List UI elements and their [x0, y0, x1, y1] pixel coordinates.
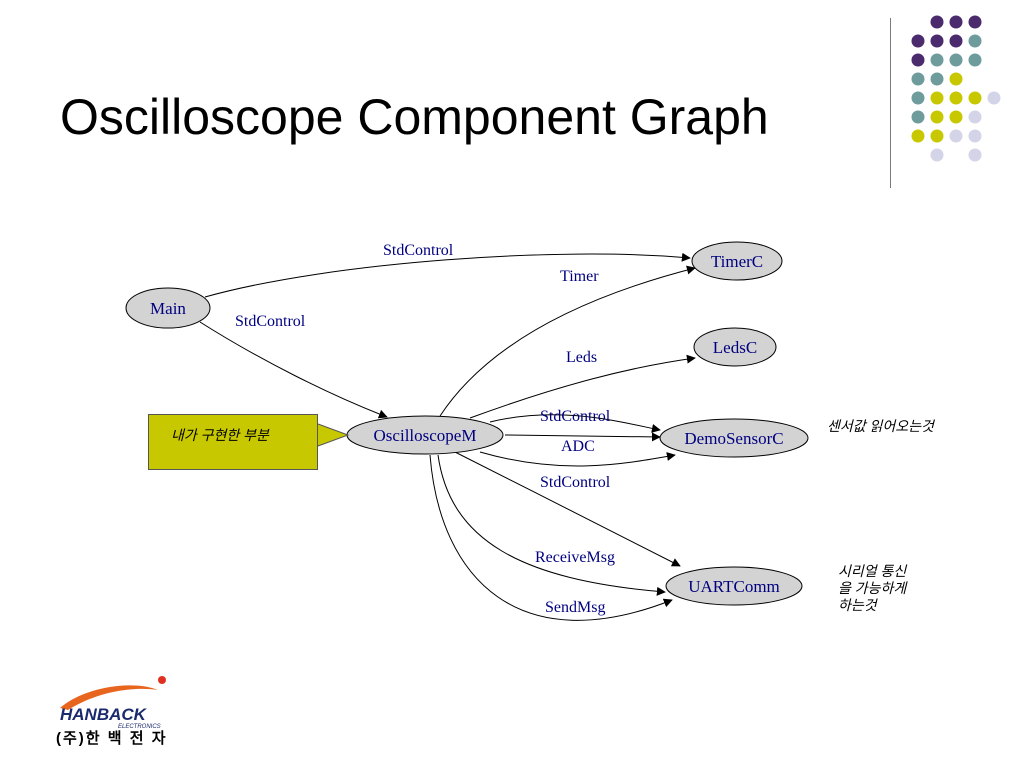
edge-label-main-oscilloscope: StdControl: [235, 313, 306, 330]
decorative-dot: [930, 34, 944, 48]
decorative-dot: [930, 129, 944, 143]
edge-label-oscilloscope-uart-receive: ReceiveMsg: [535, 549, 615, 566]
logo-brand: HANBACK: [60, 705, 148, 724]
edge-label-main-timer: StdControl: [383, 242, 454, 259]
decorative-dot: [949, 110, 963, 124]
edge-oscilloscope-uart-send-a: [437, 454, 666, 596]
edge-label-oscilloscope-sensor-std2: StdControl: [540, 474, 611, 491]
decorative-dot: [949, 53, 963, 67]
decorative-dot: [949, 91, 963, 105]
node-ledsc: LedsC: [693, 327, 777, 367]
decorative-dot: [968, 15, 982, 29]
decorative-dot: [911, 72, 925, 86]
decorative-dot-grid: [911, 15, 1001, 162]
decorative-dot: [949, 72, 963, 86]
node-main: Main: [125, 287, 211, 329]
callout-implemented-part: 내가 구현한 부분: [148, 414, 318, 470]
decorative-dot: [930, 148, 944, 162]
edge-label-oscilloscope-leds: Leds: [566, 349, 597, 366]
slide-title: Oscilloscope Component Graph: [60, 89, 769, 145]
logo-company-name: (주)한 백 전 자: [56, 730, 168, 747]
decorative-dot: [930, 110, 944, 124]
decorative-dot: [968, 148, 982, 162]
edge-label-oscilloscope-sensor-std: StdControl: [540, 408, 611, 425]
node-label-ledsc: LedsC: [713, 338, 757, 357]
edge-label-oscilloscope-uart-send: SendMsg: [545, 599, 605, 616]
node-oscilloscopem: OscilloscopeM: [346, 415, 504, 455]
edge-oscilloscope-leds: [469, 354, 696, 419]
node-demosensorc: DemoSensorC: [659, 418, 809, 458]
decorative-dot: [911, 34, 925, 48]
title-divider: [890, 18, 891, 188]
note-serial-line-3: 하는것: [838, 597, 877, 613]
edge-oscilloscope-sensor-std: [489, 414, 661, 433]
node-label-timerc: TimerC: [711, 252, 763, 271]
edge-main-oscilloscope: [199, 321, 388, 419]
edge-main-timer: [204, 252, 691, 298]
edge-oscilloscope-uart-send-b: [429, 454, 673, 621]
edge-oscilloscope-sensor-adc: [504, 432, 661, 442]
decorative-dot: [987, 91, 1001, 105]
decorative-dot: [949, 34, 963, 48]
decorative-dot: [968, 34, 982, 48]
note-serial-line-2: 을 가능하게: [838, 580, 907, 596]
logo-sub: ELECTRONICS: [118, 724, 161, 730]
note-sensor-reading: 센서값 읽어오는것: [827, 418, 934, 434]
decorative-dot: [968, 110, 982, 124]
decorative-dot: [949, 15, 963, 29]
hanback-logo: HANBACK ELECTRONICS: [60, 676, 166, 730]
decorative-dot: [930, 72, 944, 86]
node-label-oscilloscopem: OscilloscopeM: [374, 426, 477, 445]
decorative-dot: [968, 129, 982, 143]
decorative-dot: [968, 53, 982, 67]
node-label-uartcomm: UARTComm: [688, 577, 780, 596]
node-label-demosensorc: DemoSensorC: [684, 429, 783, 448]
note-serial-communication: 시리얼 통신 을 가능하게 하는것: [838, 563, 948, 614]
callout-pointer: [317, 423, 350, 447]
decorative-dot: [949, 129, 963, 143]
edge-oscilloscope-timer: [439, 265, 696, 417]
edge-oscilloscope-sensor-std2: [479, 451, 676, 467]
edge-label-oscilloscope-timer: Timer: [560, 268, 599, 285]
note-serial-line-1: 시리얼 통신: [838, 563, 907, 579]
decorative-dot: [911, 53, 925, 67]
decorative-dot: [911, 129, 925, 143]
decorative-dot: [911, 91, 925, 105]
node-timerc: TimerC: [691, 241, 783, 281]
decorative-dot: [911, 110, 925, 124]
decorative-dot: [930, 15, 944, 29]
decorative-dot: [930, 53, 944, 67]
node-label-main: Main: [150, 299, 186, 318]
decorative-dot: [968, 91, 982, 105]
decorative-dot: [930, 91, 944, 105]
edge-oscilloscope-uart-receive: [454, 451, 681, 567]
node-uartcomm: UARTComm: [665, 566, 803, 606]
edge-label-oscilloscope-sensor-adc: ADC: [561, 438, 595, 455]
